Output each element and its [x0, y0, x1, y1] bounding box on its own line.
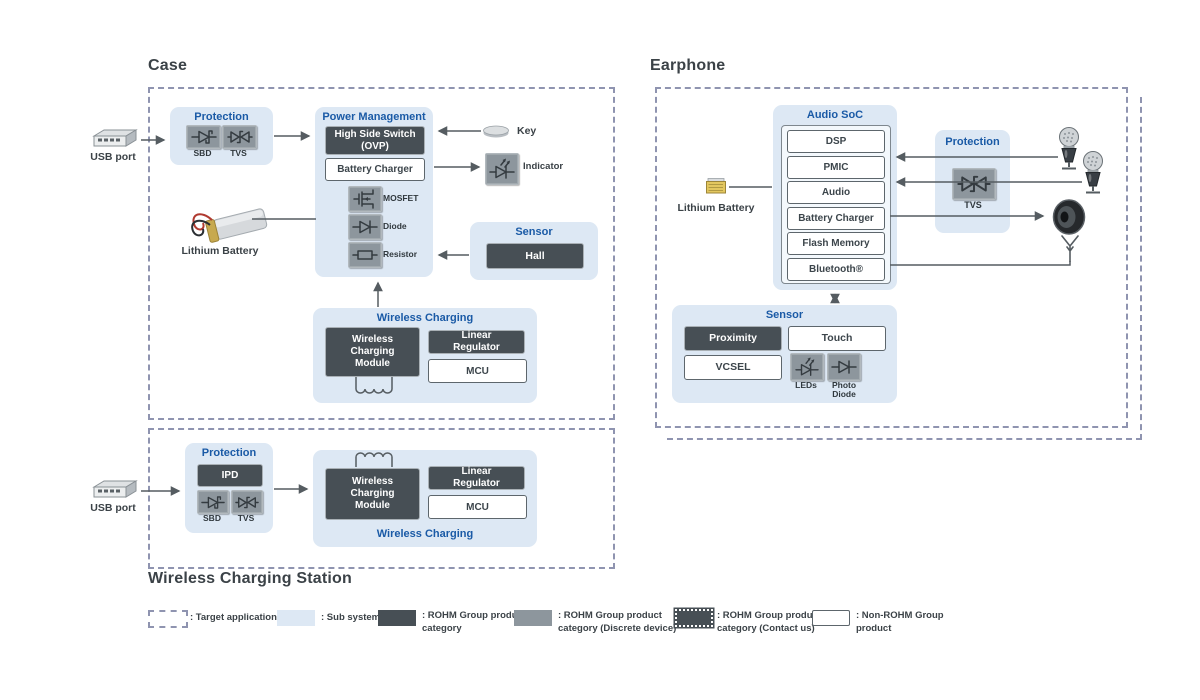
legend-target-application-label: : Target application	[190, 612, 277, 623]
high-side-switch-box: High Side Switch (OVP)	[325, 126, 425, 155]
earphone-target-application-boundary	[655, 87, 1128, 428]
pmic-box: PMIC	[787, 156, 885, 179]
battery-charger-box: Battery Charger	[787, 207, 885, 230]
earphone-sensor-title: Sensor	[765, 309, 804, 321]
case-sensor-title: Sensor	[515, 226, 553, 238]
legend-target-application-swatch	[148, 610, 188, 628]
earphone-protection-title: Protection	[945, 136, 1000, 148]
charging-station-section-title: Wireless Charging Station	[148, 570, 352, 587]
microphone-icon	[1077, 150, 1109, 196]
microphone-icon	[1053, 126, 1085, 172]
diode-icon	[348, 214, 382, 240]
legend-sub-system-label: : Sub system	[321, 612, 381, 623]
wireless-charging-module-box: Wireless Charging Module	[325, 468, 420, 520]
legend-sub-system-swatch	[277, 610, 315, 626]
resistor-label: Resistor	[383, 249, 418, 259]
usb-port-icon	[88, 478, 140, 502]
wireless-charging-module-box: Wireless Charging Module	[325, 327, 420, 377]
audio-box: Audio	[787, 181, 885, 204]
legend-rohm-product-swatch	[378, 610, 416, 626]
sbd-label: SBD	[203, 513, 221, 523]
diode-label: Diode	[383, 221, 407, 231]
station-protection-subsystem	[185, 443, 273, 533]
photo-diode-icon	[827, 353, 861, 381]
lithium-battery-icon	[704, 176, 728, 196]
indicator-led-icon	[485, 153, 519, 185]
sbd-icon	[197, 490, 229, 514]
key-label: Key	[517, 125, 537, 137]
photo-diode-label: Photo Diode	[831, 380, 857, 400]
case-wireless-charging-title: Wireless Charging	[376, 312, 474, 324]
power-management-title: Power Management	[322, 111, 426, 123]
mcu-box: MCU	[428, 359, 527, 383]
mcu-box: MCU	[428, 495, 527, 519]
station-protection-title: Protection	[201, 447, 257, 459]
bluetooth-box: Bluetooth®	[787, 258, 885, 281]
sbd-label: SBD	[193, 148, 212, 158]
key-icon	[482, 123, 510, 139]
ipd-box: IPD	[197, 464, 263, 487]
flash-memory-box: Flash Memory	[787, 232, 885, 255]
tvs-label: TVS	[230, 148, 247, 158]
case-target-application-boundary	[148, 87, 615, 420]
earphone-boundary-shadow	[667, 97, 1142, 440]
legend-rohm-product-label: : ROHM Group product category	[422, 610, 526, 634]
vcsel-box: VCSEL	[684, 355, 782, 380]
usb-port-label: USB port	[90, 151, 136, 163]
indicator-label: Indicator	[523, 161, 564, 172]
charging-station-target-application-boundary	[148, 428, 615, 569]
tvs-label: TVS	[237, 513, 255, 523]
station-wireless-charging-title: Wireless Charging	[376, 528, 474, 540]
lithium-battery-label: Lithium Battery	[677, 202, 755, 214]
legend-non-rohm-swatch	[812, 610, 850, 626]
mosfet-label: MOSFET	[383, 193, 419, 203]
case-section-title: Case	[148, 57, 188, 74]
tvs-icon	[231, 490, 263, 514]
usb-port-icon	[88, 127, 140, 151]
legend-rohm-discrete-swatch	[514, 610, 552, 626]
lithium-battery-icon	[188, 194, 274, 246]
tvs-label: TVS	[964, 200, 982, 210]
linear-regulator-box: Linear Regulator	[428, 330, 525, 354]
battery-charger-box: Battery Charger	[325, 158, 425, 181]
proximity-box: Proximity	[684, 326, 782, 351]
dsp-box: DSP	[787, 130, 885, 153]
mosfet-icon	[348, 186, 382, 212]
leds-label: LEDs	[795, 380, 817, 390]
tvs-icon	[222, 125, 257, 149]
case-protection-title: Protection	[194, 111, 249, 123]
leds-icon	[790, 353, 824, 381]
legend-non-rohm-label: : Non-ROHM Group product	[856, 610, 944, 634]
legend-rohm-discrete-label: : ROHM Group product category (Discrete …	[558, 610, 677, 634]
antenna-icon	[1058, 234, 1082, 262]
audio-soc-title: Audio SoC	[806, 109, 864, 121]
legend-rohm-contact-swatch	[675, 609, 713, 627]
speaker-icon	[1048, 198, 1088, 236]
legend-rohm-contact-label: : ROHM Group product category (Contact u…	[717, 610, 821, 634]
usb-port-label: USB port	[90, 502, 136, 514]
sbd-icon	[186, 125, 221, 149]
linear-regulator-box: Linear Regulator	[428, 466, 525, 490]
resistor-icon	[348, 242, 382, 268]
hall-box: Hall	[486, 243, 584, 269]
earphone-section-title: Earphone	[650, 57, 726, 74]
touch-box: Touch	[788, 326, 886, 351]
tvs-icon	[952, 168, 996, 200]
lithium-battery-label: Lithium Battery	[181, 245, 259, 257]
